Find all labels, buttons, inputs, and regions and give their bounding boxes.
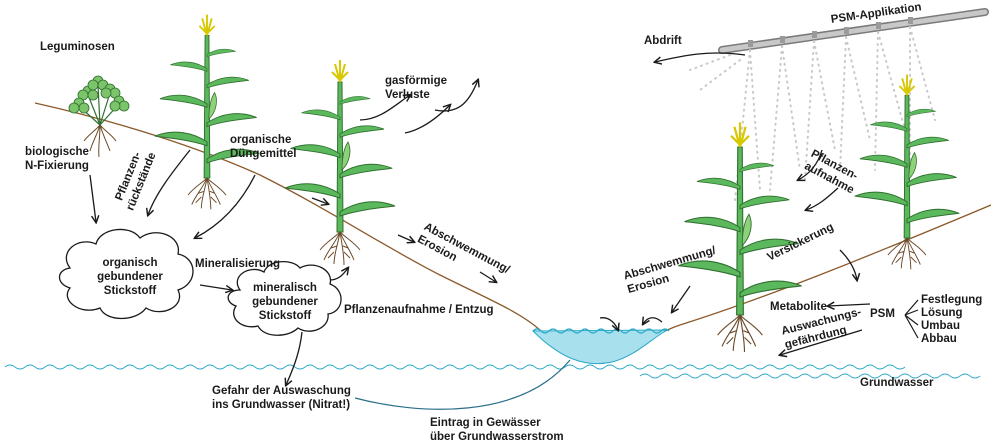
label-mineralisch-gebundener-stickstoff: mineralisch gebundener Stickstoff [238, 281, 332, 323]
label-organisch-gebundener-stickstoff: organisch gebundener Stickstoff [76, 256, 184, 298]
groundwater-line [5, 365, 905, 369]
label-loesung: Lösung [921, 306, 963, 320]
maize-plant-2 [285, 60, 395, 265]
label-mineralisierung: Mineralisierung [195, 257, 280, 271]
groundwater-stream [355, 360, 570, 409]
label-biologische-n-fixierung: biologische N-Fixierung [4, 145, 110, 173]
label-metabolite: Metabolite [770, 300, 827, 314]
maize-plant-3 [678, 122, 801, 352]
label-psm: PSM [870, 307, 895, 321]
label-abbau: Abbau [921, 332, 957, 346]
label-organische-duengemittel: organische Düngemittel [230, 133, 296, 161]
label-umbau: Umbau [921, 319, 960, 333]
label-gasfoermige-verluste: gasförmige Verluste [385, 74, 447, 102]
maize-plant-1 [155, 15, 260, 210]
label-gefahr-auswaschung: Gefahr der Auswaschung ins Grundwasser (… [212, 384, 351, 412]
maize-plant-4 [855, 75, 960, 270]
label-abdrift: Abdrift [644, 34, 682, 48]
water-body [533, 330, 667, 364]
label-leguminosen: Leguminosen [40, 40, 115, 54]
label-eintrag-gewaesser: Eintrag in Gewässer über Grundwasserstro… [430, 416, 564, 444]
label-festlegung: Festlegung [921, 293, 982, 307]
label-grundwasser: Grundwasser [860, 376, 934, 390]
label-pflanzenaufnahme-entzug: Pflanzenaufnahme / Entzug [344, 303, 494, 317]
